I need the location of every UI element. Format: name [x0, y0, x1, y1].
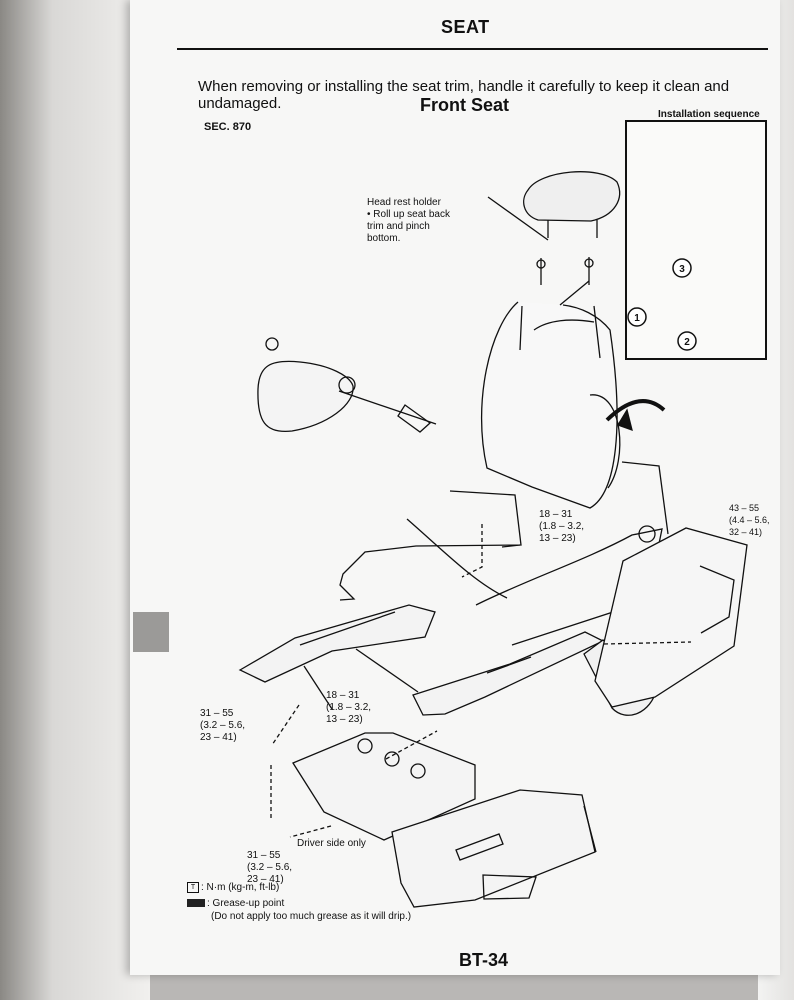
torque-callout-middle: 18 – 31 (1.8 – 3.2, 13 – 23)	[326, 690, 372, 725]
torque-callout-left: 31 – 55 (3.2 – 5.6, 23 – 41)	[200, 708, 246, 743]
install-step-3: 3	[679, 264, 685, 275]
grease-legend: : Grease-up point	[187, 898, 284, 909]
page-number: BT-34	[459, 950, 509, 970]
torque-wrench-icon: T	[187, 882, 199, 893]
diagram-title: Front Seat	[420, 95, 510, 115]
section-title: SEAT	[441, 17, 490, 37]
section-reference: SEC. 870	[204, 121, 252, 133]
grease-label: : Grease-up point	[207, 898, 285, 909]
install-sequence-label: Installation sequence	[658, 109, 760, 120]
torque-callout-right: 43 – 55 (4.4 – 5.6, 32 – 41)	[729, 503, 770, 537]
section-tab	[133, 612, 169, 652]
install-step-1: 1	[634, 313, 640, 324]
page-edge-stack	[0, 0, 150, 1000]
grease-note: (Do not apply too much grease as it will…	[211, 911, 412, 922]
torque-callout-recliner: 18 – 31 (1.8 – 3.2, 13 – 23)	[539, 509, 585, 544]
headrest-callout: Head rest holder • Roll up seat back tri…	[367, 197, 450, 244]
install-sequence-box	[625, 120, 767, 360]
grease-gun-icon	[187, 899, 205, 908]
driver-side-label: Driver side only	[297, 838, 366, 849]
torque-callout-lower: 31 – 55 (3.2 – 5.6, 23 – 41)	[247, 850, 293, 885]
handling-note: When removing or installing the seat tri…	[198, 78, 730, 112]
torque-unit-label: : N·m (kg-m, ft-lb)	[201, 882, 280, 894]
header-rule	[177, 48, 768, 50]
torque-legend: T: N·m (kg-m, ft-lb)	[187, 882, 279, 893]
install-step-2: 2	[684, 337, 690, 348]
